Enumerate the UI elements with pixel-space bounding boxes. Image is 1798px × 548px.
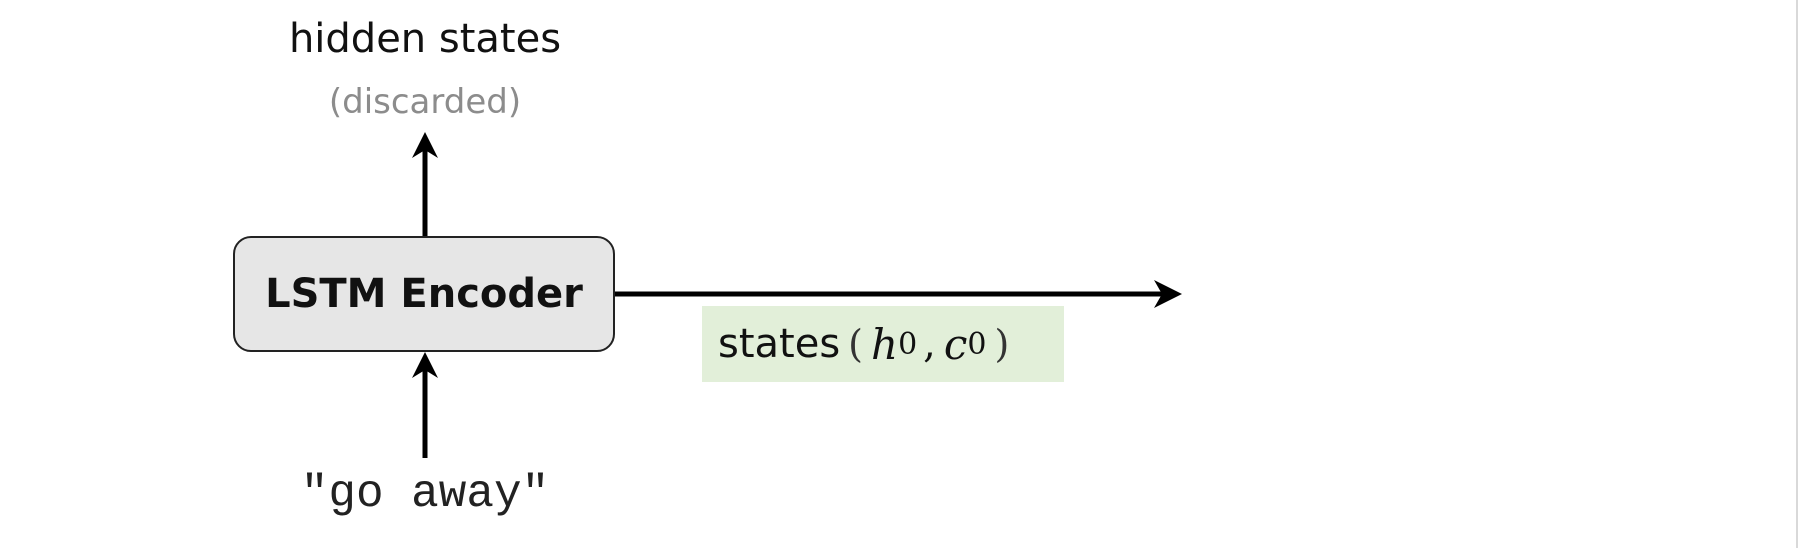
states-arrow: [615, 280, 1182, 308]
input-arrow: [412, 352, 438, 458]
lstm-encoder-box: LSTM Encoder: [233, 236, 615, 352]
discarded-note: (discarded): [328, 82, 522, 122]
c-subscript: 0: [967, 326, 987, 362]
h-subscript: 0: [898, 326, 918, 362]
lstm-encoder-label: LSTM Encoder: [265, 271, 583, 317]
hidden-states-title: hidden states: [288, 16, 562, 62]
hidden-states-arrow: [412, 132, 438, 236]
states-close-paren: ): [994, 322, 1010, 366]
right-edge-border: [1796, 0, 1798, 548]
states-label: states: [718, 321, 841, 367]
c-symbol: c: [943, 319, 968, 369]
h-symbol: h: [871, 319, 899, 369]
input-sequence-text: "go away": [300, 468, 550, 520]
states-open-paren: (: [848, 322, 863, 366]
states-separator: ,: [923, 321, 936, 367]
